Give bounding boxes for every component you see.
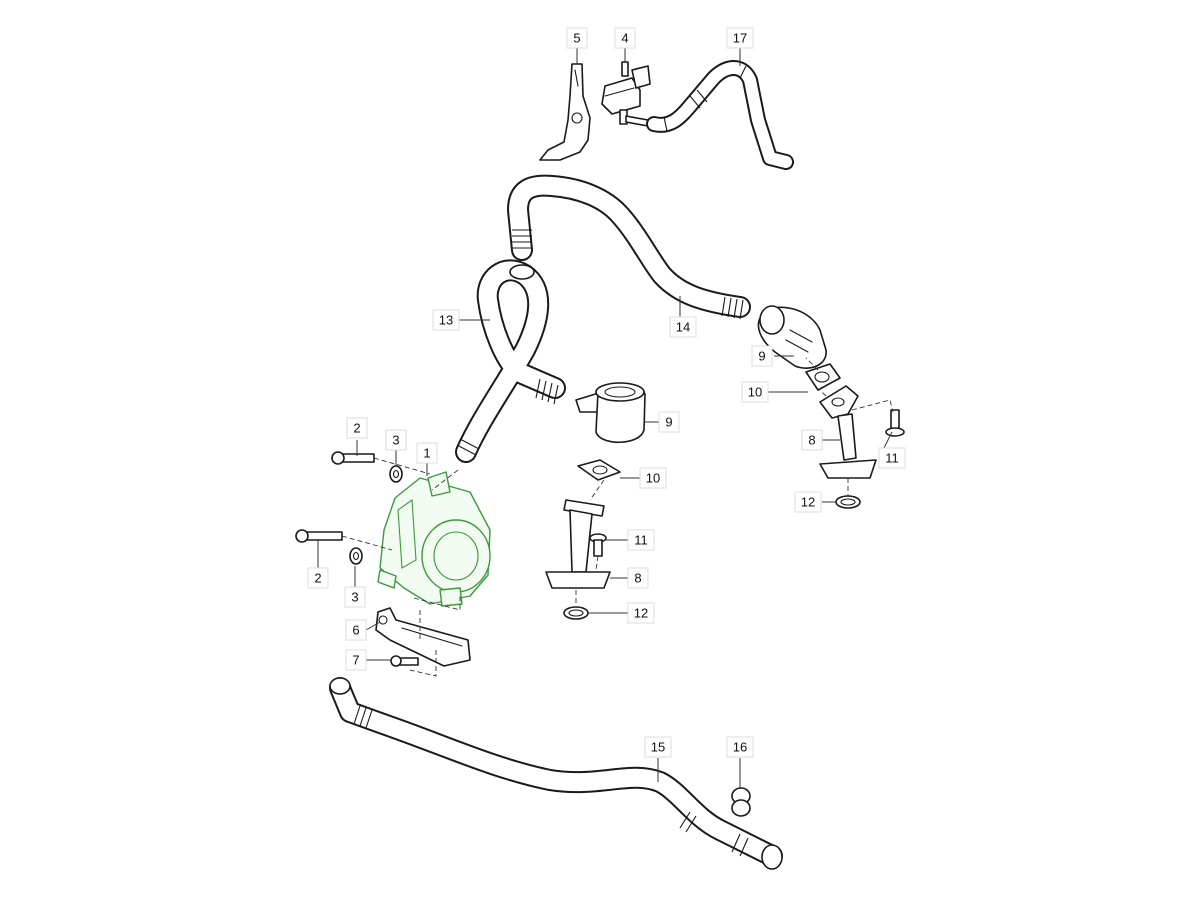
svg-text:15: 15 [651, 740, 665, 755]
pipe-part-8-middle[interactable] [545, 499, 611, 589]
callout-c3b: 3 [344, 586, 366, 608]
callout-c17: 17 [726, 27, 754, 49]
svg-text:6: 6 [352, 623, 359, 638]
pipe-part-8-upper[interactable] [819, 385, 877, 479]
svg-text:4: 4 [621, 31, 628, 46]
svg-text:16: 16 [733, 740, 747, 755]
callout-c2b: 2 [307, 567, 329, 589]
oring-part-12-middle[interactable] [563, 606, 589, 620]
hose-part-17[interactable] [646, 60, 794, 170]
svg-text:10: 10 [748, 385, 762, 400]
svg-text:2: 2 [314, 571, 321, 586]
callout-c12b: 12 [627, 602, 655, 624]
svg-text:9: 9 [665, 415, 672, 430]
bolt-part-11-middle[interactable] [589, 533, 607, 557]
callout-c11a: 11 [878, 447, 906, 469]
svg-text:12: 12 [634, 606, 648, 621]
callout-c16: 16 [726, 736, 754, 758]
callout-c6: 6 [345, 619, 367, 641]
callout-c2a: 2 [346, 417, 368, 439]
callout-c10b: 10 [639, 467, 667, 489]
callout-c14: 14 [669, 316, 697, 338]
connector-part-9-middle[interactable] [575, 382, 646, 443]
leader-lines [317, 48, 893, 788]
svg-text:8: 8 [808, 433, 815, 448]
svg-text:1: 1 [423, 446, 430, 461]
bolt-part-7[interactable] [390, 655, 419, 667]
svg-text:3: 3 [351, 590, 358, 605]
svg-text:9: 9 [758, 349, 765, 364]
gasket-part-10-upper[interactable] [805, 363, 841, 391]
connector-part-9-upper[interactable] [757, 305, 827, 369]
svg-text:14: 14 [676, 320, 690, 335]
callout-c9b: 9 [658, 411, 680, 433]
bolt-part-11-upper[interactable] [885, 409, 905, 437]
callout-c4: 4 [614, 27, 636, 49]
oring-part-12-upper[interactable] [835, 495, 861, 509]
bolt-part-2-upper[interactable] [331, 451, 375, 465]
callout-c10a: 10 [741, 381, 769, 403]
air-pump-part-1[interactable] [377, 471, 491, 607]
svg-text:10: 10 [646, 471, 660, 486]
svg-text:17: 17 [733, 31, 747, 46]
clamp-part-16[interactable] [731, 787, 751, 817]
callout-c3a: 3 [385, 429, 407, 451]
callout-c1: 1 [416, 442, 438, 464]
callout-c12a: 12 [794, 491, 822, 513]
svg-text:8: 8 [634, 571, 641, 586]
washer-part-3-upper[interactable] [389, 465, 403, 483]
callout-c8a: 8 [801, 429, 823, 451]
callout-c15: 15 [644, 736, 672, 758]
gasket-part-10-middle[interactable] [577, 459, 621, 481]
valve-part-4[interactable] [601, 61, 651, 127]
svg-text:12: 12 [801, 495, 815, 510]
callout-c5: 5 [566, 27, 588, 49]
hose-part-15[interactable] [329, 677, 783, 870]
alignment-lines [341, 357, 894, 677]
hose-part-13[interactable] [455, 259, 566, 463]
callout-c13: 13 [432, 309, 460, 331]
washer-part-3-lower[interactable] [349, 547, 363, 565]
bracket-part-5[interactable] [539, 63, 591, 161]
callout-c9a: 9 [751, 345, 773, 367]
callout-c7: 7 [345, 649, 367, 671]
callout-c11b: 11 [627, 529, 655, 551]
callout-c8b: 8 [627, 567, 649, 589]
svg-text:13: 13 [439, 313, 453, 328]
svg-text:11: 11 [885, 451, 899, 466]
svg-text:2: 2 [353, 421, 360, 436]
svg-text:5: 5 [573, 31, 580, 46]
svg-text:11: 11 [634, 533, 648, 548]
bracket-part-6[interactable] [375, 607, 471, 667]
hose-part-14[interactable] [507, 174, 751, 320]
bolt-part-2-lower[interactable] [295, 529, 343, 543]
svg-text:3: 3 [392, 433, 399, 448]
svg-text:7: 7 [352, 653, 359, 668]
